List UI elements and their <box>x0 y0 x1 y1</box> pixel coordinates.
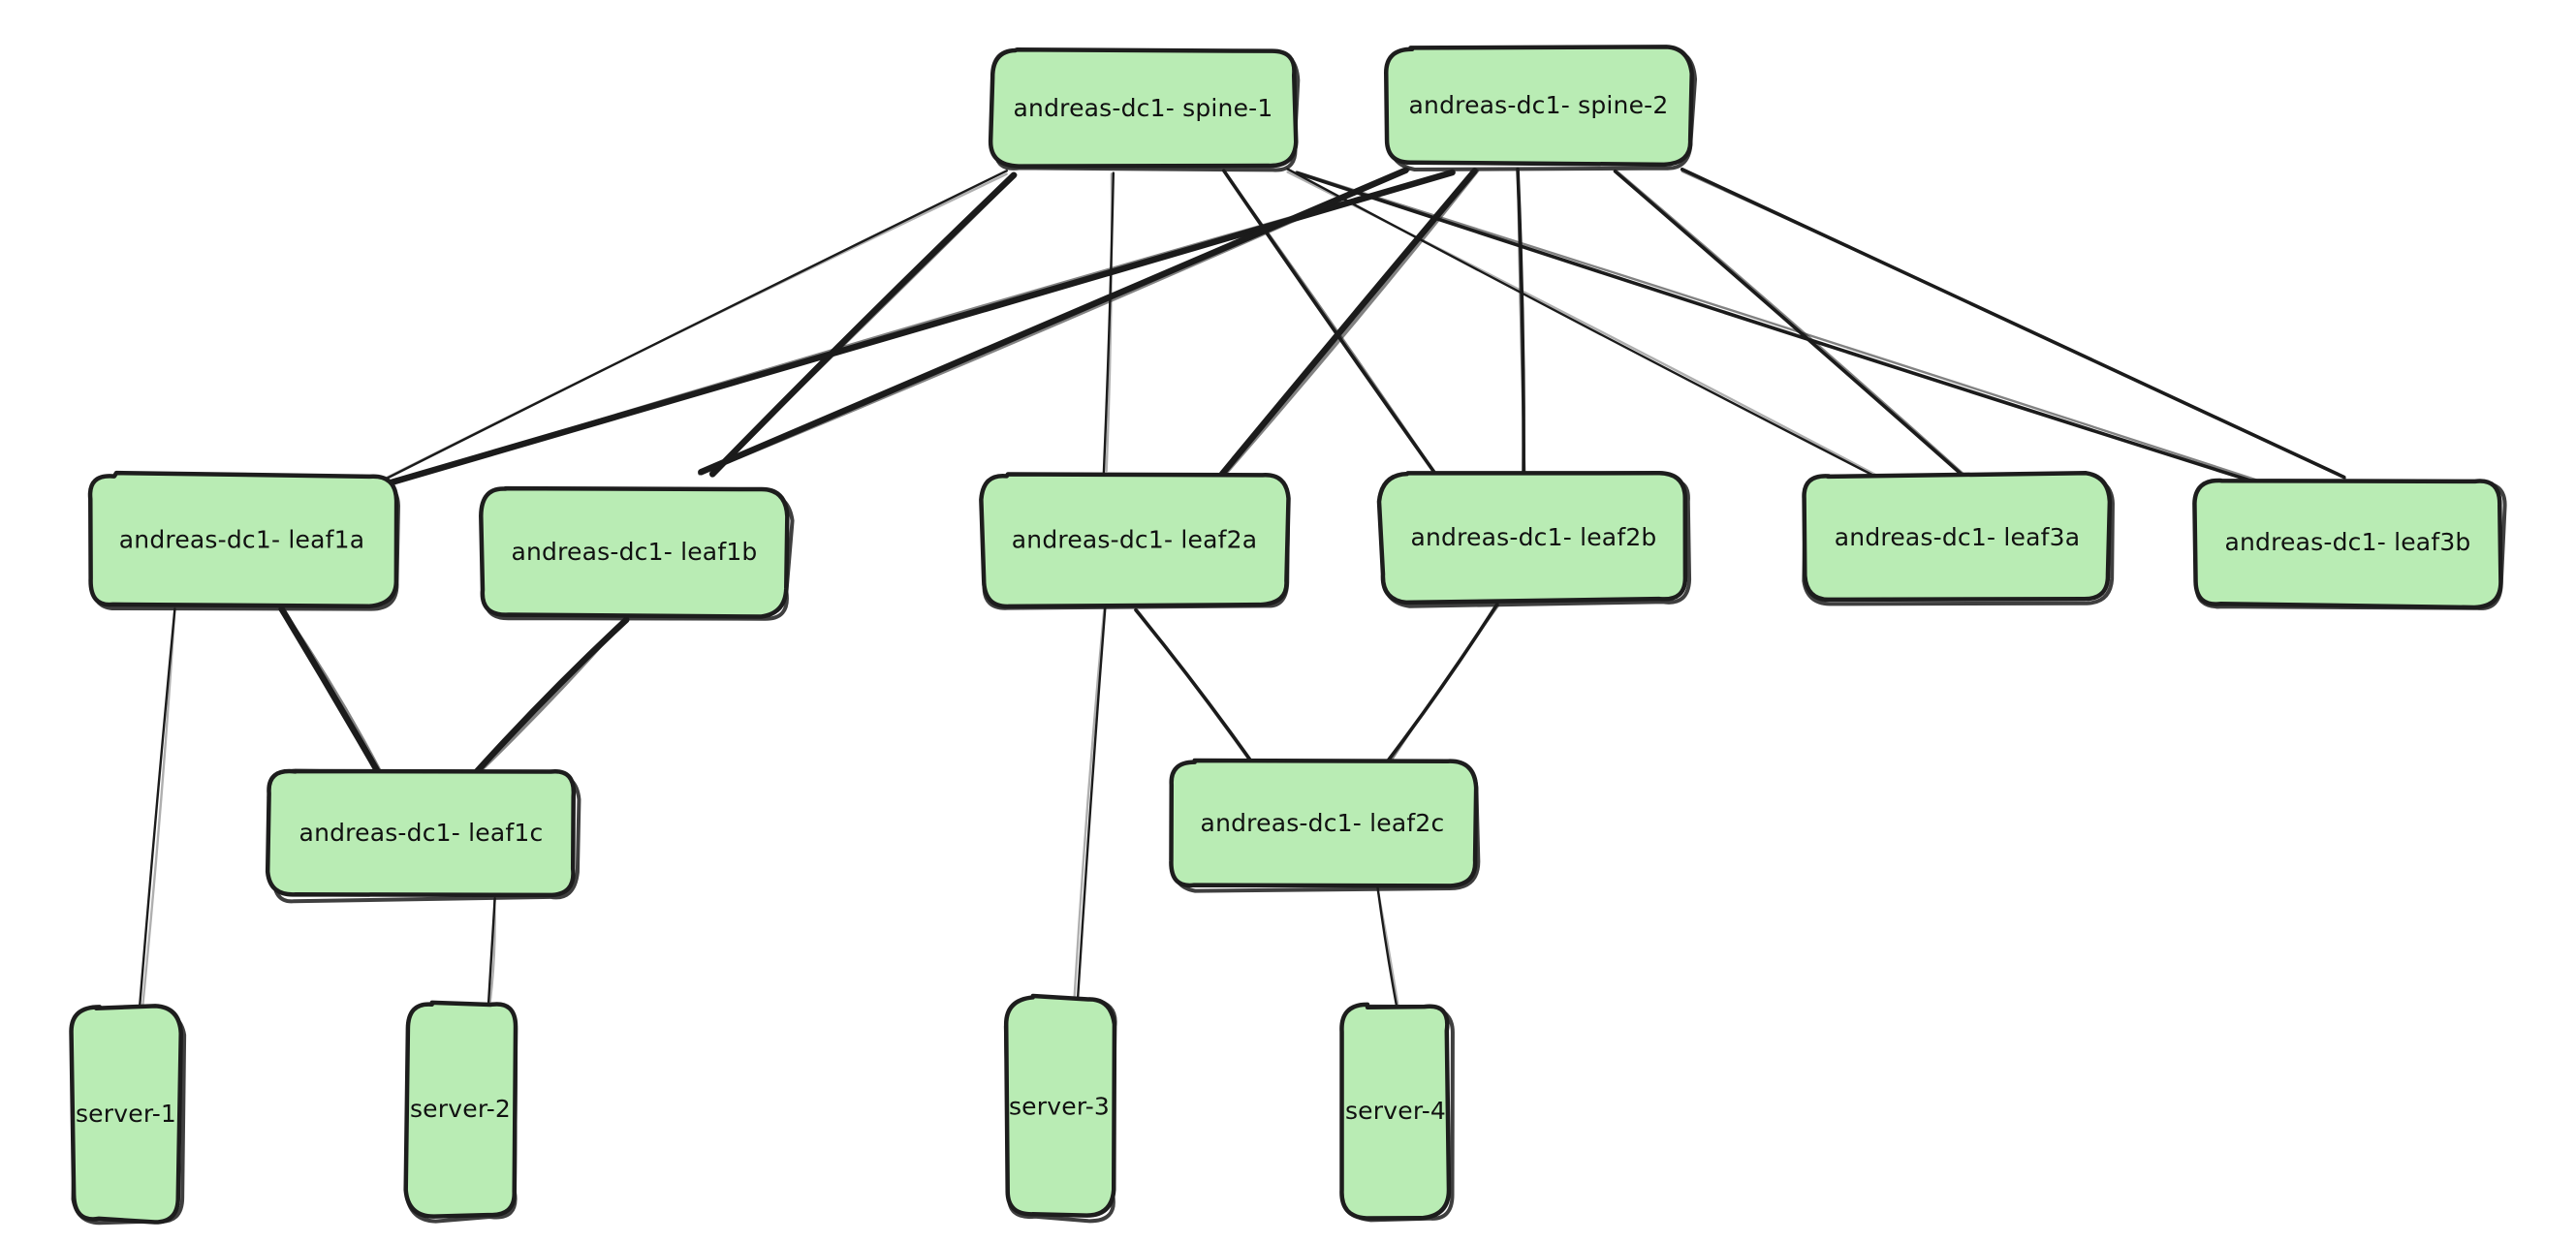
edge-leaf2a-leaf2c <box>1134 607 1256 768</box>
node-leaf3a[interactable]: andreas-dc1- leaf3a <box>1802 471 2115 606</box>
node-shape[interactable] <box>69 1004 183 1225</box>
edge-stroke-pass2 <box>1105 172 1114 473</box>
node-server-4[interactable]: server-4 <box>1339 1002 1455 1223</box>
edge-stroke-pass2 <box>1286 171 1892 484</box>
edge-stroke-pass2 <box>1221 169 1480 479</box>
edge-spine1-leaf3b <box>1295 171 2266 486</box>
edge-leaf2b-leaf2c <box>1384 602 1500 768</box>
node-leaf2a[interactable]: andreas-dc1- leaf2a <box>979 472 1291 610</box>
edge-stroke-pass2 <box>1516 171 1526 476</box>
edge-stroke <box>1102 171 1115 477</box>
edge-stroke <box>487 896 496 1011</box>
edge-stroke <box>1076 605 1107 1009</box>
node-shape[interactable] <box>2192 478 2503 610</box>
edge-stroke-pass2 <box>1136 608 1255 767</box>
node-leaf1a[interactable]: andreas-dc1- leaf1a <box>87 470 400 611</box>
node-server-2[interactable]: server-2 <box>403 1000 518 1224</box>
edge-spine2-leaf3b <box>1680 168 2346 480</box>
node-shape[interactable] <box>1802 471 2113 603</box>
node-leaf2b[interactable]: andreas-dc1- leaf2b <box>1376 471 1692 608</box>
edge-leaf2c-server4 <box>1376 886 1400 1013</box>
edge-stroke <box>378 170 1008 483</box>
edge-layer <box>138 167 2346 1018</box>
node-shape[interactable] <box>988 47 1299 169</box>
node-shape[interactable] <box>1003 993 1117 1218</box>
node-spine-1[interactable]: andreas-dc1- spine-1 <box>988 47 1301 172</box>
edge-stroke <box>278 605 383 777</box>
edge-stroke-pass2 <box>698 168 1411 476</box>
edge-stroke <box>138 607 176 1017</box>
edge-stroke-pass2 <box>1073 605 1106 1006</box>
edge-stroke-pass2 <box>487 898 496 1011</box>
edge-stroke <box>1218 168 1478 478</box>
edge-leaf1c-server2 <box>487 896 496 1011</box>
node-server-1[interactable]: server-1 <box>69 1004 187 1226</box>
node-leaf3b[interactable]: andreas-dc1- leaf3b <box>2192 478 2507 610</box>
node-shape[interactable] <box>479 485 790 619</box>
edge-stroke <box>1295 171 2264 486</box>
edge-stroke-pass2 <box>1376 889 1400 1013</box>
node-shape[interactable] <box>979 472 1291 609</box>
edge-stroke-pass2 <box>1222 170 1436 475</box>
edge-stroke <box>1384 602 1499 765</box>
node-leaf2c[interactable]: andreas-dc1- leaf2c <box>1169 758 1481 893</box>
edge-leaf1a-server1 <box>138 606 176 1018</box>
edge-stroke-pass2 <box>1295 171 2266 484</box>
edge-leaf1b-leaf1c <box>470 616 630 779</box>
edge-stroke-pass2 <box>1385 605 1500 768</box>
node-spine-2[interactable]: andreas-dc1- spine-2 <box>1384 45 1698 172</box>
node-shape[interactable] <box>87 470 399 609</box>
edge-stroke-pass2 <box>708 172 1018 476</box>
edge-spine2-leaf3a <box>1613 170 1967 480</box>
edge-leaf1a-leaf1c <box>278 605 384 777</box>
node-server-3[interactable]: server-3 <box>1003 993 1117 1224</box>
node-shape[interactable] <box>1339 1002 1452 1221</box>
edge-stroke-pass2 <box>377 172 1008 483</box>
edge-spine2-leaf2a <box>1218 168 1480 479</box>
edge-stroke-pass2 <box>140 606 176 1018</box>
edge-spine1-leaf3a <box>1286 168 1893 486</box>
edge-stroke-pass2 <box>1681 170 2346 480</box>
edge-spine2-leaf2b <box>1516 167 1526 476</box>
edge-stroke <box>1613 170 1967 480</box>
edge-stroke-pass2 <box>279 605 384 776</box>
node-shape[interactable] <box>1376 471 1688 605</box>
node-leaf1b[interactable]: andreas-dc1- leaf1b <box>479 485 795 621</box>
edge-stroke <box>1376 886 1399 1012</box>
edge-spine1-leaf1a <box>377 170 1008 483</box>
edge-spine1-leaf1b <box>708 171 1018 478</box>
edge-stroke-pass2 <box>474 617 627 777</box>
edge-spine1-leaf2a <box>1102 171 1115 477</box>
node-leaf1c[interactable]: andreas-dc1- leaf1c <box>265 768 581 904</box>
node-shape[interactable] <box>265 768 577 898</box>
node-shape[interactable] <box>403 1000 518 1219</box>
edge-stroke <box>698 167 1409 476</box>
node-shape[interactable] <box>1384 45 1694 168</box>
edge-stroke <box>1286 168 1893 486</box>
edge-spine1-leaf2b <box>1222 169 1437 476</box>
edge-leaf2a-server3 <box>1073 605 1107 1009</box>
node-shape[interactable] <box>1169 758 1479 888</box>
edge-stroke-pass2 <box>1615 170 1967 478</box>
edge-spine2-leaf1b <box>698 167 1411 476</box>
